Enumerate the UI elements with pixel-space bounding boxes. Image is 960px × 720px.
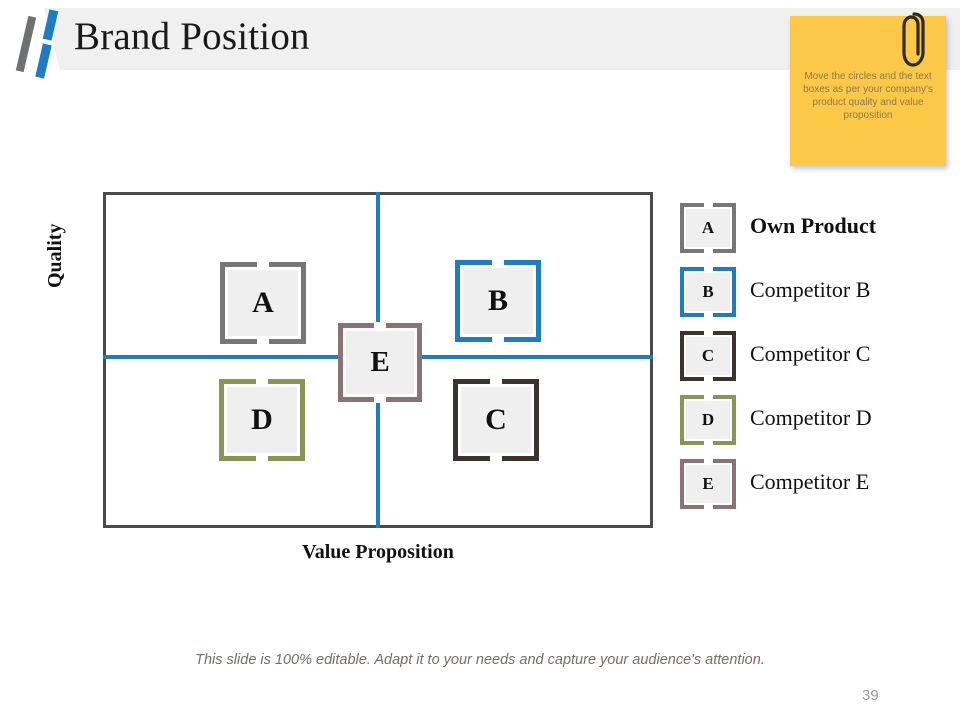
node-inner: A	[225, 267, 301, 339]
logo-bar-gray	[15, 15, 37, 73]
legend-label-c: Competitor C	[750, 341, 871, 366]
node-inner: A	[684, 207, 732, 249]
node-gap-top	[703, 266, 713, 272]
node-gap-top	[703, 330, 713, 336]
legend-label-e: Competitor E	[750, 469, 870, 494]
legend-marker-label: D	[701, 410, 715, 429]
legend-item-a[interactable]: A Own Product	[680, 202, 952, 267]
node-label: E	[370, 346, 390, 378]
node-gap-top	[703, 458, 713, 464]
node-gap-bottom	[703, 376, 713, 382]
node-gap-bottom	[703, 248, 713, 254]
sticky-note[interactable]: Move the circles and the text boxes as p…	[790, 12, 946, 166]
logo-bar-blue-bottom	[35, 43, 52, 79]
node-label: C	[485, 403, 507, 436]
node-inner: E	[343, 328, 417, 397]
logo-bar-blue-top	[42, 9, 59, 41]
node-gap-top	[256, 378, 268, 385]
legend-marker-label: B	[702, 282, 714, 301]
matrix-node-c[interactable]: C	[453, 378, 539, 462]
node-gap-top	[374, 322, 386, 329]
legend-marker-c: C	[680, 330, 736, 382]
node-gap-top	[490, 378, 502, 385]
legend-label-d: Competitor D	[750, 405, 872, 430]
editable-note: This slide is 100% editable. Adapt it to…	[195, 652, 765, 668]
y-axis-label: Quality	[44, 223, 66, 288]
node-gap-bottom	[703, 504, 713, 510]
node-gap-bottom	[703, 312, 713, 318]
node-label: A	[252, 286, 274, 319]
node-inner: B	[460, 265, 536, 337]
legend-item-e[interactable]: E Competitor E	[680, 458, 952, 523]
node-gap-bottom	[490, 455, 502, 462]
legend-label-b: Competitor B	[750, 277, 871, 302]
node-inner: D	[684, 399, 732, 441]
brand-logo	[8, 8, 72, 80]
page-title: Brand Position	[74, 15, 310, 58]
node-gap-top	[492, 259, 504, 266]
legend-marker-a: A	[680, 202, 736, 254]
legend-item-d[interactable]: D Competitor D	[680, 394, 952, 459]
x-axis-label: Value Proposition	[302, 541, 454, 563]
node-label: D	[251, 403, 273, 436]
legend-marker-label: C	[701, 346, 715, 365]
paperclip-icon	[902, 12, 925, 67]
node-gap-top	[703, 394, 713, 400]
sticky-note-text: Move the circles and the text boxes as p…	[803, 71, 933, 121]
node-inner: D	[224, 384, 300, 456]
legend-marker-b: B	[680, 266, 736, 318]
legend-marker-e: E	[680, 458, 736, 510]
node-inner: C	[458, 384, 534, 456]
node-inner: B	[684, 271, 732, 313]
node-inner: C	[684, 335, 732, 377]
matrix-node-a[interactable]: A	[220, 261, 306, 345]
node-label: B	[487, 284, 508, 317]
page-number: 39	[862, 687, 879, 704]
matrix-node-e[interactable]: E	[338, 322, 422, 403]
node-gap-top	[703, 202, 713, 208]
legend-item-c[interactable]: C Competitor C	[680, 330, 952, 395]
node-gap-bottom	[257, 338, 269, 345]
legend-item-b[interactable]: B Competitor B	[680, 266, 952, 331]
node-gap-bottom	[256, 455, 268, 462]
node-gap-bottom	[492, 336, 504, 343]
node-gap-bottom	[703, 440, 713, 446]
node-inner: E	[684, 463, 732, 505]
legend-marker-label: E	[702, 474, 714, 493]
legend-marker-d: D	[680, 394, 736, 446]
legend-marker-label: A	[701, 218, 715, 237]
node-gap-bottom	[374, 396, 386, 403]
matrix-node-b[interactable]: B	[455, 259, 541, 343]
node-gap-top	[257, 261, 269, 268]
legend: A Own Product B Competitor B C Competito…	[680, 202, 952, 523]
legend-label-a: Own Product	[750, 213, 877, 238]
matrix-node-d[interactable]: D	[219, 378, 305, 462]
